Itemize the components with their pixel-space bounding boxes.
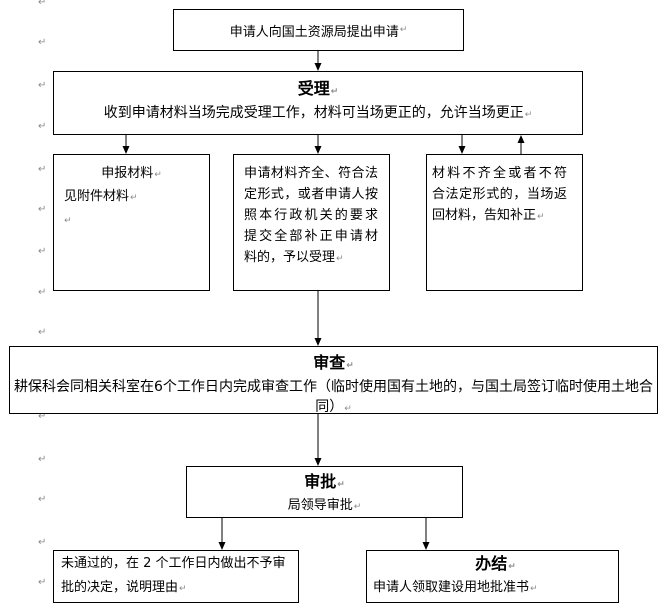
arrow-accept-to-accepted xyxy=(314,135,322,154)
paragraph-mark: ↵ xyxy=(38,37,47,48)
arrow-review-to-approval xyxy=(314,414,322,466)
materials-title: 申报材料 xyxy=(101,166,154,181)
paragraph-mark: ↵ xyxy=(346,361,354,371)
paragraph-mark: ↵ xyxy=(38,454,47,465)
step-completed-body: 申请人领取建设用地批准书 xyxy=(373,580,530,595)
step-completed-title: 办结 xyxy=(475,554,508,573)
paragraph-mark: ↵ xyxy=(154,170,162,180)
step-review-box: 审查↵ 耕保科会同相关科室在6个工作日内完成审查工作（临时使用国有土地的，与国土… xyxy=(9,346,658,415)
paragraph-mark: ↵ xyxy=(38,494,47,505)
materials-body: 见附件材料 xyxy=(64,189,130,204)
step-approval-body: 局领导审批 xyxy=(287,498,353,513)
paragraph-mark: ↵ xyxy=(330,87,339,97)
paragraph-mark: ↵ xyxy=(38,537,47,548)
accepted-line: 申请材料齐全、符合法 xyxy=(244,166,378,181)
rejected-condition-box: 材料不齐全或者不符 合法定形式的，当场返 回材料，告知补正↵ xyxy=(426,154,583,291)
paragraph-mark: ↵ xyxy=(399,25,408,35)
outcome-completed-box: 办结↵ 申请人领取建设用地批准书↵ xyxy=(366,550,619,603)
arrow-accepted-to-review xyxy=(314,291,322,346)
rejected-line: 材料不齐全或者不符 xyxy=(432,166,567,181)
rejected-line: 回材料，告知补正 xyxy=(432,208,537,223)
step-apply-box: 申请人向国土资源局提出申请↵ xyxy=(173,9,464,51)
paragraph-mark: ↵ xyxy=(344,404,352,414)
paragraph-mark: ↵ xyxy=(508,562,516,572)
paragraph-mark: ↵ xyxy=(38,411,47,422)
paragraph-mark: ↵ xyxy=(38,80,47,91)
arrow-rejected-back-to-accept xyxy=(517,135,525,154)
arrow-apply-to-accept xyxy=(314,51,322,71)
paragraph-mark: ↵ xyxy=(38,204,47,215)
step-accept-body: 收到申请材料当场完成受理工作，材料可当场更正的，允许当场更正 xyxy=(103,105,524,121)
paragraph-mark: ↵ xyxy=(179,584,187,594)
accepted-line: 照本行政机关的要求 xyxy=(244,208,378,223)
step-approval-title: 审批 xyxy=(304,472,337,491)
paragraph-mark: ↵ xyxy=(38,577,47,588)
outcome-denied-box: 未通过的，在 2 个工作日内做出不予审 批的决定，说明理由↵ xyxy=(53,550,299,603)
paragraph-mark: ↵ xyxy=(38,0,47,8)
step-accept-box: 受理↵ 收到申请材料当场完成受理工作，材料可当场更正的，允许当场更正↵ xyxy=(53,71,583,135)
arrow-approval-to-denied xyxy=(218,518,226,550)
accepted-line: 提交全部补正申请材 xyxy=(244,229,378,244)
rejected-line: 合法定形式的，当场返 xyxy=(432,187,567,202)
paragraph-mark: ↵ xyxy=(64,216,72,226)
denied-line: 批的决定，说明理由 xyxy=(61,580,179,595)
accepted-condition-box: 申请材料齐全、符合法 定形式，或者申请人按 照本行政机关的要求 提交全部补正申请… xyxy=(233,154,390,291)
paragraph-mark: ↵ xyxy=(38,327,47,338)
accepted-line: 料的，予以受理 xyxy=(244,250,336,265)
arrow-approval-to-completed xyxy=(422,518,430,550)
arrow-accept-to-rejected xyxy=(458,135,466,154)
step-apply-text: 申请人向国土资源局提出申请 xyxy=(229,24,399,40)
paragraph-mark: ↵ xyxy=(337,480,345,490)
paragraph-mark: ↵ xyxy=(530,584,538,594)
step-approval-box: 审批↵ 局领导审批↵ xyxy=(186,466,463,518)
step-review-line: 同） xyxy=(315,399,344,415)
step-accept-title: 受理 xyxy=(297,79,330,98)
paragraph-mark: ↵ xyxy=(353,502,362,512)
denied-line: 未通过的，在 2 个工作日内做出不予审 xyxy=(61,556,286,571)
paragraph-mark: ↵ xyxy=(336,254,344,264)
paragraph-mark: ↵ xyxy=(38,287,47,298)
materials-box: 申报材料↵ 见附件材料↵ ↵ xyxy=(53,154,210,291)
paragraph-mark: ↵ xyxy=(38,246,47,257)
step-review-title: 审查 xyxy=(313,353,346,372)
arrow-accept-to-materials xyxy=(122,135,130,154)
paragraph-mark: ↵ xyxy=(130,193,138,203)
step-review-line: 耕保科会同相关科室在6个工作日内完成审查工作（临时使用国有土地的，与国土局签订临… xyxy=(14,379,653,395)
paragraph-mark: ↵ xyxy=(38,121,47,132)
paragraph-mark: ↵ xyxy=(537,212,545,222)
paragraph-mark: ↵ xyxy=(524,110,533,120)
accepted-line: 定形式，或者申请人按 xyxy=(244,187,378,202)
paragraph-mark: ↵ xyxy=(38,164,47,175)
